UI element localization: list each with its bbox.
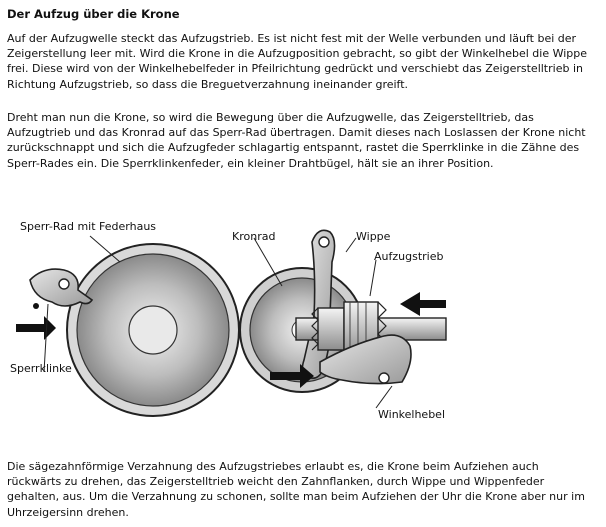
crown-winding-diagram: Sperr-Rad mit Federhaus Kronrad Wippe Au… xyxy=(10,220,447,421)
click-pawl xyxy=(29,268,94,309)
ratchet-wheel xyxy=(66,243,240,417)
label-sperrklinke: Sperrklinke xyxy=(10,362,72,375)
label-wippe: Wippe xyxy=(356,230,391,243)
label-winkelhebel: Winkelhebel xyxy=(378,408,445,421)
sliding-pinion xyxy=(311,307,345,351)
paragraph-2: Dreht man nun die Krone, so wird die Bew… xyxy=(7,111,586,170)
arrow-left-input xyxy=(16,316,56,340)
setting-lever xyxy=(319,334,412,385)
label-sperr-rad: Sperr-Rad mit Federhaus xyxy=(20,220,156,233)
label-aufzugstrieb: Aufzugstrieb xyxy=(374,250,443,263)
page-title: Der Aufzug über die Krone xyxy=(7,7,180,21)
paragraph-1: Auf der Aufzugwelle steckt das Aufzugstr… xyxy=(7,32,588,91)
label-kronrad: Kronrad xyxy=(232,230,275,243)
arrow-lever-push xyxy=(270,364,314,388)
arrow-crown-push xyxy=(400,292,446,316)
paragraph-3: Die sägezahnförmige Verzahnung des Aufzu… xyxy=(7,460,585,519)
leader-lines xyxy=(43,235,393,409)
